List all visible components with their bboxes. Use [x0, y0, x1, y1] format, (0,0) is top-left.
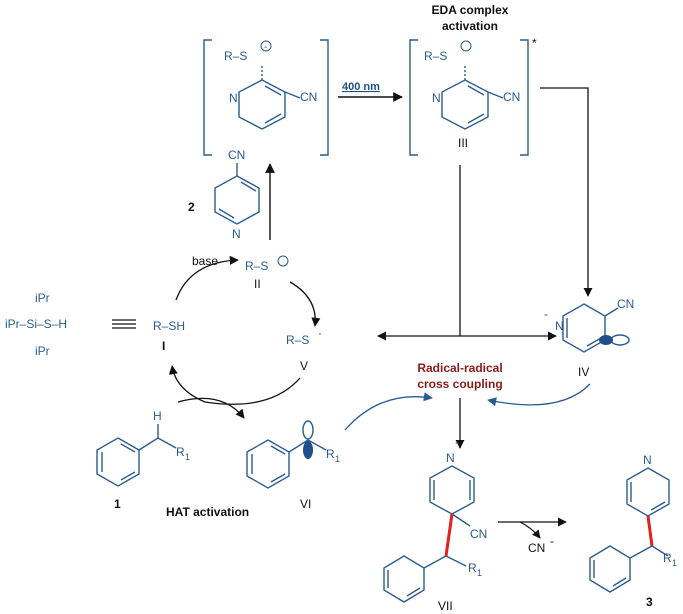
label-III: III [458, 136, 468, 150]
new-bond-VII [444, 513, 454, 557]
complex-a-rs: R–S [224, 49, 247, 63]
complex-a-n: N [229, 91, 238, 105]
label-VII: VII [438, 599, 453, 613]
thiyl-V: R–S [286, 333, 309, 347]
base-label: base [192, 254, 218, 268]
label-IV: IV [578, 365, 589, 379]
compound-1-structure [96, 424, 177, 487]
cyanide-loss-arrow [519, 521, 541, 539]
compound-2-n: N [232, 227, 241, 241]
p-orbital-icon [302, 420, 314, 440]
complex-b-rs: R–S [424, 49, 447, 63]
coupling-arrow-from-IV [487, 383, 591, 407]
compound-2-structure [214, 163, 260, 225]
compound-2-label: 2 [188, 200, 195, 214]
adduct-VII-r1-sub: 1 [477, 568, 482, 578]
arrow-III-to-IV [540, 87, 593, 297]
compound-1-label: 1 [114, 497, 121, 511]
silane-ipr-top: iPr [35, 291, 50, 305]
product-3-label: 3 [646, 595, 653, 609]
adduct-VII-structure [383, 465, 475, 603]
label-V: V [300, 359, 308, 373]
radical-IV-structure [562, 303, 630, 353]
label-I: I [162, 339, 165, 353]
compound-1-h: H [153, 409, 162, 423]
compound-1-r1: R [176, 445, 185, 459]
cyanide-label: CN [528, 541, 545, 555]
new-bond-3 [646, 515, 654, 547]
eda-complex-ground [203, 39, 329, 156]
complex-b-cn: CN [503, 90, 520, 104]
bracket-right [320, 39, 329, 156]
bracket-left [203, 39, 212, 156]
radical-IV-cn: CN [617, 297, 634, 311]
product-3-r1: R [663, 551, 672, 565]
compound-2-cn: CN [228, 148, 245, 162]
label-II: II [254, 277, 261, 291]
arc-HAT [177, 397, 245, 419]
radical-IV-minus: - [544, 307, 548, 321]
eda-title-line2: activation [442, 19, 498, 33]
adduct-VII-cn: CN [470, 527, 487, 541]
adduct-VII-n: N [446, 451, 455, 465]
orbital-lobe-icon [599, 335, 613, 345]
equivalence-symbol [112, 319, 136, 329]
adduct-VII-r1: R [468, 561, 477, 575]
radical-VI-r1-sub: 1 [335, 454, 340, 464]
arc-II-to-V [289, 281, 321, 327]
product-3-r1-sub: 1 [672, 558, 677, 568]
adduct-VII-minus: - [455, 435, 459, 449]
coupling-arrow-from-VI [344, 392, 433, 431]
pyridine-ring [238, 79, 286, 130]
thiolate-II: R–S [245, 259, 268, 273]
label-VI: VI [300, 497, 311, 511]
silane-main: iPr–Si–S–H [5, 317, 67, 331]
arc-I-to-II [175, 255, 239, 301]
product-3-n: N [643, 453, 652, 467]
radical-IV-n: N [555, 319, 564, 333]
eda-complex-excited [409, 39, 529, 156]
thiyl-dot: · [318, 326, 322, 340]
product-3-structure [589, 467, 670, 593]
coupling-line2: cross coupling [417, 377, 502, 391]
cyanide-charge: - [550, 534, 554, 548]
compound-1-r1-sub: 1 [185, 452, 190, 462]
thiol-I: R–SH [153, 319, 185, 333]
p-orbital-filled-icon [303, 441, 313, 459]
silane-ipr-bottom: iPr [35, 344, 50, 358]
wavelength-label: 400 nm [342, 81, 380, 93]
radical-VI-structure [246, 420, 327, 489]
minus-charge-icon [260, 40, 272, 52]
complex-a-cn: CN [300, 90, 317, 104]
minus-charge-icon [277, 255, 289, 267]
arc-V-to-I [168, 365, 301, 405]
minus-charge-icon [460, 40, 472, 52]
hat-activation-label: HAT activation [166, 505, 249, 519]
eda-title-line1: EDA complex [432, 3, 509, 17]
radical-VI-r1: R [326, 447, 335, 461]
complex-a-charge: - [264, 42, 267, 53]
complex-b-n: N [432, 91, 441, 105]
excited-star: * [532, 36, 537, 50]
coupling-line1: Radical-radical [417, 361, 502, 375]
